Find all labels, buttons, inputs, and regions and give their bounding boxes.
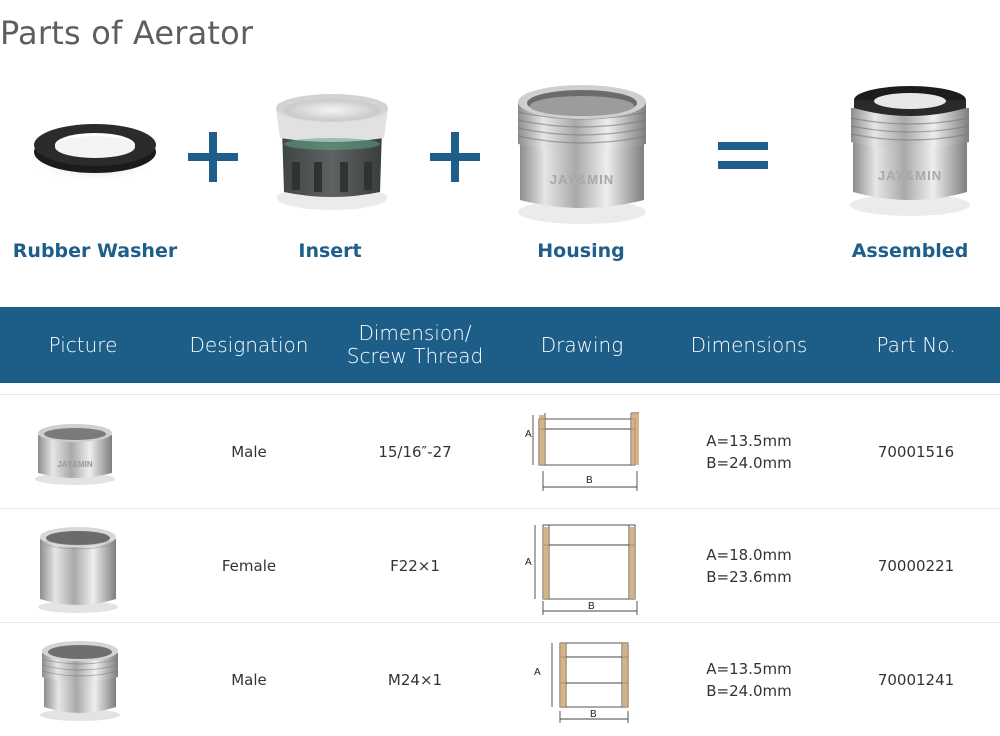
- equals-icon: [718, 142, 768, 172]
- parts-row: JAY&MIN JAY&MIN: [0, 80, 1000, 280]
- part-label-assembled: Assembled: [851, 240, 969, 262]
- assembled-image: JAY&MIN: [845, 80, 975, 220]
- dimension-b: B=23.6mm: [706, 568, 792, 586]
- header-designation: Designation: [189, 332, 309, 357]
- technical-drawing: A B: [520, 631, 645, 731]
- table-row: Female F22×1 A B A=18.0mm B=23.6mm 7: [0, 508, 1000, 623]
- plus-icon: [430, 132, 480, 182]
- part-label-rubber-washer: Rubber Washer: [12, 240, 178, 262]
- designation-cell: Male: [231, 670, 267, 689]
- page-title: Parts of Aerator: [0, 14, 254, 52]
- part-label-insert: Insert: [298, 240, 362, 262]
- header-dimensions: Dimensions: [690, 332, 808, 357]
- housing-image: JAY&MIN: [512, 80, 652, 230]
- dim-label-a: A: [525, 429, 532, 440]
- part-label-housing: Housing: [537, 240, 625, 262]
- technical-drawing: A B: [515, 515, 650, 619]
- dimension-a: A=13.5mm: [706, 432, 792, 450]
- technical-drawing: A B: [515, 407, 650, 499]
- dim-label-b: B: [586, 475, 593, 486]
- part-no-cell: 70000221: [877, 557, 955, 575]
- thread-cell: M24×1: [387, 670, 443, 689]
- dimension-b: B=24.0mm: [706, 681, 792, 700]
- header-drawing: Drawing: [540, 332, 624, 357]
- assembled-engraving: JAY&MIN: [878, 168, 942, 183]
- header-dimension-thread: Dimension/ Screw Thread: [346, 321, 484, 368]
- plus-icon: [188, 132, 238, 182]
- product-picture: JAY&MIN: [30, 417, 120, 487]
- dim-label-b: B: [588, 601, 595, 612]
- dimensions-cell: A=13.5mm B=24.0mm: [666, 395, 832, 509]
- table-header: Picture Designation Dimension/ Screw Thr…: [0, 307, 1000, 383]
- table-row: JAY&MIN Male 15/16″-27 A B: [0, 394, 1000, 509]
- product-picture: [32, 521, 124, 613]
- dim-label-a: A: [534, 667, 541, 678]
- dimension-a: A=13.5mm: [706, 659, 792, 678]
- product-engraving: JAY&MIN: [57, 460, 92, 469]
- dimension-a: A=18.0mm: [706, 546, 792, 564]
- thread-cell: 15/16″-27: [378, 443, 452, 461]
- insert-image: [270, 80, 395, 220]
- rubber-washer-image: [30, 80, 160, 220]
- part-no-cell: 70001241: [877, 670, 955, 689]
- dimension-b: B=24.0mm: [706, 454, 792, 472]
- table-row: Male M24×1 A B A=13.5mm B=24.0mm: [0, 622, 1000, 736]
- thread-cell: F22×1: [390, 557, 440, 575]
- header-picture: Picture: [48, 332, 118, 357]
- dimensions-cell: A=18.0mm B=23.6mm: [666, 509, 832, 623]
- dim-label-a: A: [525, 557, 532, 568]
- dimensions-cell: A=13.5mm B=24.0mm: [666, 623, 832, 736]
- designation-cell: Male: [231, 443, 267, 461]
- designation-cell: Female: [221, 557, 277, 575]
- housing-engraving: JAY&MIN: [550, 172, 614, 187]
- product-picture: [34, 637, 126, 721]
- dim-label-b: B: [590, 709, 597, 720]
- header-part-no: Part No.: [876, 332, 956, 357]
- part-no-cell: 70001516: [877, 443, 955, 461]
